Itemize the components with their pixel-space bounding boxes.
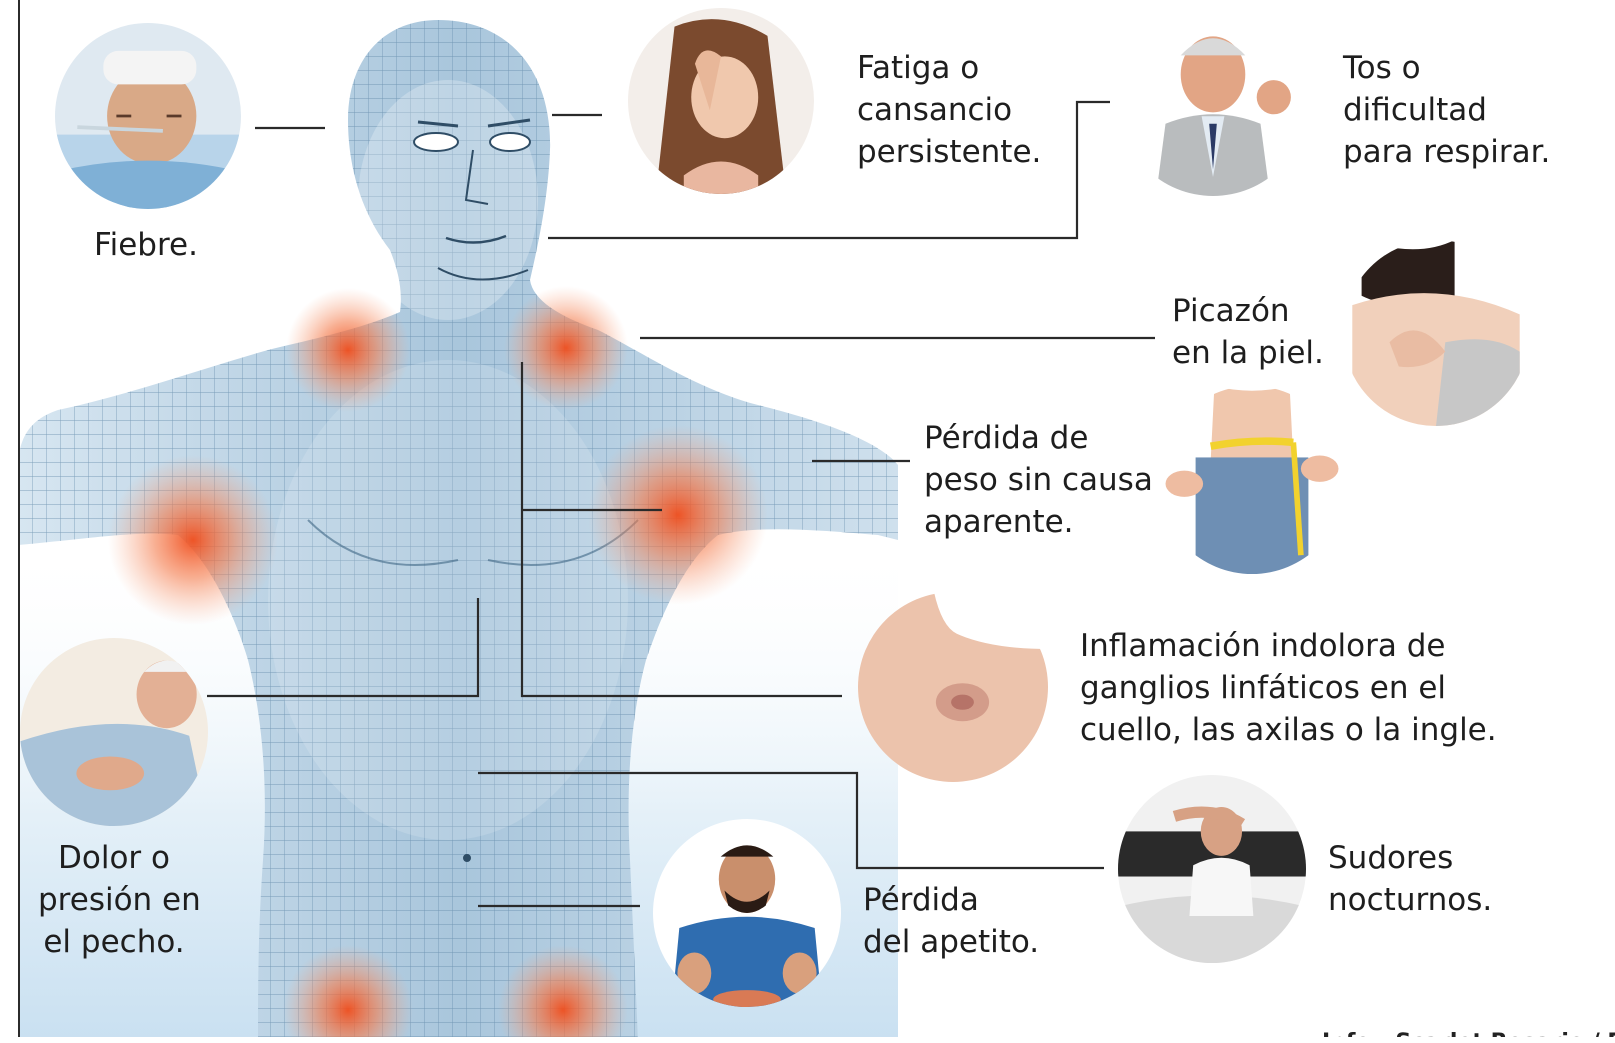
label-line: ganglios linfáticos en el [1080, 670, 1447, 706]
bottom-mask [0, 1037, 1615, 1043]
label-sweats: Sudores nocturnos. [1328, 837, 1492, 921]
man-with-thermometer-photo [55, 23, 241, 209]
label-line: en la piel. [1172, 335, 1324, 371]
label-line: dificultad [1343, 92, 1487, 128]
label-line: aparente. [924, 504, 1074, 540]
chest-pain-man-photo [20, 638, 208, 826]
label-line: Pérdida de [924, 420, 1089, 456]
label-line: Picazón [1172, 293, 1290, 329]
scratching-shoulder-photo [1343, 240, 1529, 426]
label-cough: Tos o dificultad para respirar. [1343, 47, 1550, 173]
night-sweats-man-photo [1118, 775, 1306, 963]
coughing-man-photo [1118, 6, 1308, 196]
refusing-food-man-photo [653, 819, 841, 1007]
left-border [18, 0, 20, 1043]
label-itch: Picazón en la piel. [1172, 290, 1324, 374]
label-line: para respirar. [1343, 134, 1551, 170]
label-line: Dolor o [58, 840, 170, 876]
label-line: Inflamación indolora de [1080, 628, 1446, 664]
label-line: Tos o [1343, 50, 1421, 86]
label-fatigue: Fatiga o cansancio persistente. [857, 47, 1041, 173]
label-line: persistente. [857, 134, 1042, 170]
label-line: del apetito. [863, 924, 1040, 960]
label-chest: Dolor o presión en el pecho. [38, 837, 201, 963]
label-line: peso sin causa [924, 462, 1153, 498]
label-line: presión en [38, 882, 201, 918]
label-appetite: Pérdida del apetito. [863, 879, 1039, 963]
tired-woman-photo [628, 8, 814, 194]
label-line: Pérdida [863, 882, 979, 918]
swollen-lymph-node-photo [858, 592, 1048, 782]
label-weight: Pérdida de peso sin causa aparente. [924, 417, 1153, 543]
label-fever: Fiebre. [94, 224, 198, 266]
label-line: cansancio [857, 92, 1013, 128]
label-line: Fatiga o [857, 50, 980, 86]
label-line: nocturnos. [1328, 882, 1493, 918]
label-line: Fiebre. [94, 227, 198, 263]
label-line: el pecho. [43, 924, 185, 960]
label-line: cuello, las axilas o la ingle. [1080, 712, 1497, 748]
measuring-waist-photo [1158, 386, 1346, 574]
label-line: Sudores [1328, 840, 1454, 876]
label-lymph: Inflamación indolora de ganglios linfáti… [1080, 625, 1497, 751]
